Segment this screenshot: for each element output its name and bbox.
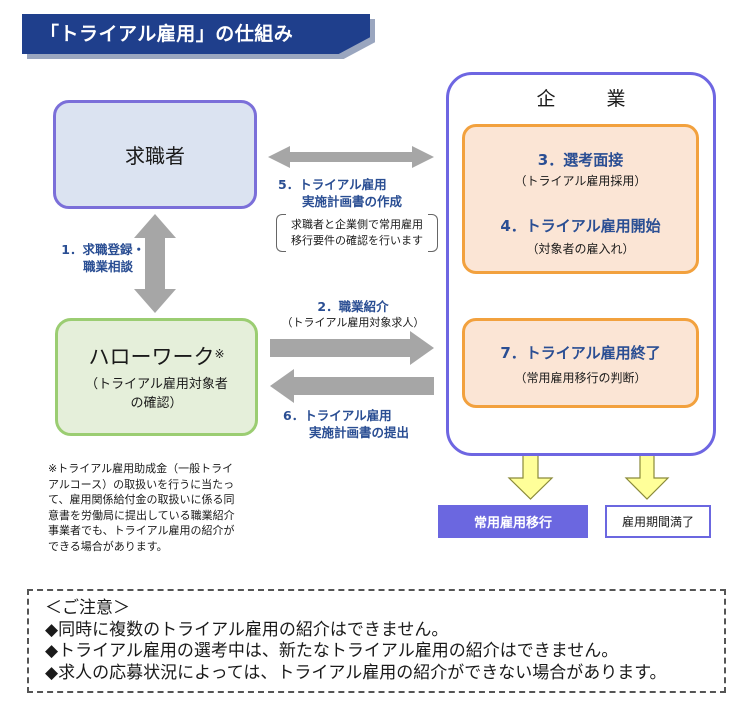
hello-work-box: ハローワーク※ （トライアル雇用対象者 の確認）: [55, 318, 258, 436]
step5-note-line2: 移行要件の確認を行います: [291, 234, 423, 247]
outcome-regular-employment: 常用雇用移行: [438, 505, 588, 538]
step5-note-line1: 求職者と企業側で常用雇用: [291, 218, 423, 231]
step5-label: 5．トライアル雇用 実施計画書の作成: [276, 176, 436, 210]
note-bracket-right: [428, 214, 438, 252]
hiring-stage-box: 3．選考面接 （トライアル雇用採用） 4．トライアル雇用開始 （対象者の雇入れ）: [462, 124, 699, 274]
hello-work-sub-line2: の確認）: [130, 396, 183, 411]
step6-label: 6．トライアル雇用 実施計画書の提出: [283, 407, 443, 441]
double-arrow-vertical: [134, 214, 176, 313]
step2-title: 2．職業紹介: [317, 299, 389, 314]
step7-title: 7．トライアル雇用終了: [500, 344, 661, 362]
step2-sub: （トライアル雇用対象求人）: [281, 316, 425, 329]
caution-item: ◆求人の応募状況によっては、トライアル雇用の紹介ができない場合があります。: [45, 662, 667, 683]
hello-work-footnote-mark: ※: [214, 347, 225, 361]
caution-box: ＜ご注意＞ ◆同時に複数のトライアル雇用の紹介はできません。 ◆トライアル雇用の…: [27, 589, 726, 693]
step5-line1: 5．トライアル雇用: [278, 177, 387, 192]
step4-title: 4．トライアル雇用開始: [500, 217, 661, 235]
footnote: ※トライアル雇用助成金（一般トライ アルコース）の取扱いを行うに当たっ て、雇用…: [48, 461, 278, 554]
job-seeker-box: 求職者: [53, 100, 257, 209]
step5-note: 求職者と企業側で常用雇用 移行要件の確認を行います: [284, 217, 430, 249]
double-arrow-horizontal: [268, 146, 434, 168]
hello-work-sub-line1: （トライアル雇用対象者: [85, 377, 228, 392]
step1-label: 1．求職登録・ 職業相談: [44, 241, 145, 275]
step5-line2: 実施計画書の作成: [302, 194, 403, 209]
footnote-line: て、雇用関係給付金の取扱いに係る同: [48, 493, 235, 506]
trial-end-box: 7．トライアル雇用終了 （常用雇用移行の判断）: [462, 318, 699, 408]
step3-title: 3．選考面接: [537, 151, 624, 169]
note-bracket-left: [276, 214, 286, 252]
step7-sub: （常用雇用移行の判断）: [514, 371, 647, 385]
footnote-line: 事業者でも、トライアル雇用の紹介が: [48, 524, 235, 537]
step6-line1: 6．トライアル雇用: [283, 408, 392, 423]
footnote-line: アルコース）の取扱いを行うに当たっ: [48, 477, 235, 491]
footnote-line: 意書を労働局に提出している職業紹介: [48, 508, 235, 522]
step1-line1: 1．求職登録・: [61, 242, 145, 257]
company-label: 企 業: [536, 88, 642, 110]
arrow-left-submission: [270, 369, 434, 403]
step3-sub: （トライアル雇用採用）: [514, 174, 647, 188]
caution-item: ◆トライアル雇用の選考中は、新たなトライアル雇用の紹介はできません。: [45, 641, 619, 661]
footnote-line: ※トライアル雇用助成金（一般トライ: [48, 462, 234, 475]
hello-work-sub: （トライアル雇用対象者 の確認）: [85, 375, 228, 413]
footnote-line: できる場合があります。: [48, 539, 168, 553]
caution-item: ◆同時に複数のトライアル雇用の紹介はできません。: [45, 619, 449, 640]
hello-work-name-text: ハローワーク: [88, 345, 215, 369]
step6-line2: 実施計画書の提出: [309, 425, 410, 440]
caution-heading: ＜ご注意＞: [45, 598, 130, 618]
job-seeker-label: 求職者: [125, 144, 185, 168]
arrow-right-referral: [270, 331, 434, 365]
page-title: 「トライアル雇用」の仕組み: [40, 23, 294, 45]
outcome-period-expiry: 雇用期間満了: [605, 505, 711, 538]
title-banner: [22, 14, 370, 54]
step4-sub: （対象者の雇入れ）: [526, 242, 635, 256]
hello-work-name: ハローワーク※: [88, 341, 224, 371]
step2-label: 2．職業紹介 （トライアル雇用対象求人）: [268, 298, 438, 331]
step1-line2: 職業相談: [82, 259, 133, 274]
